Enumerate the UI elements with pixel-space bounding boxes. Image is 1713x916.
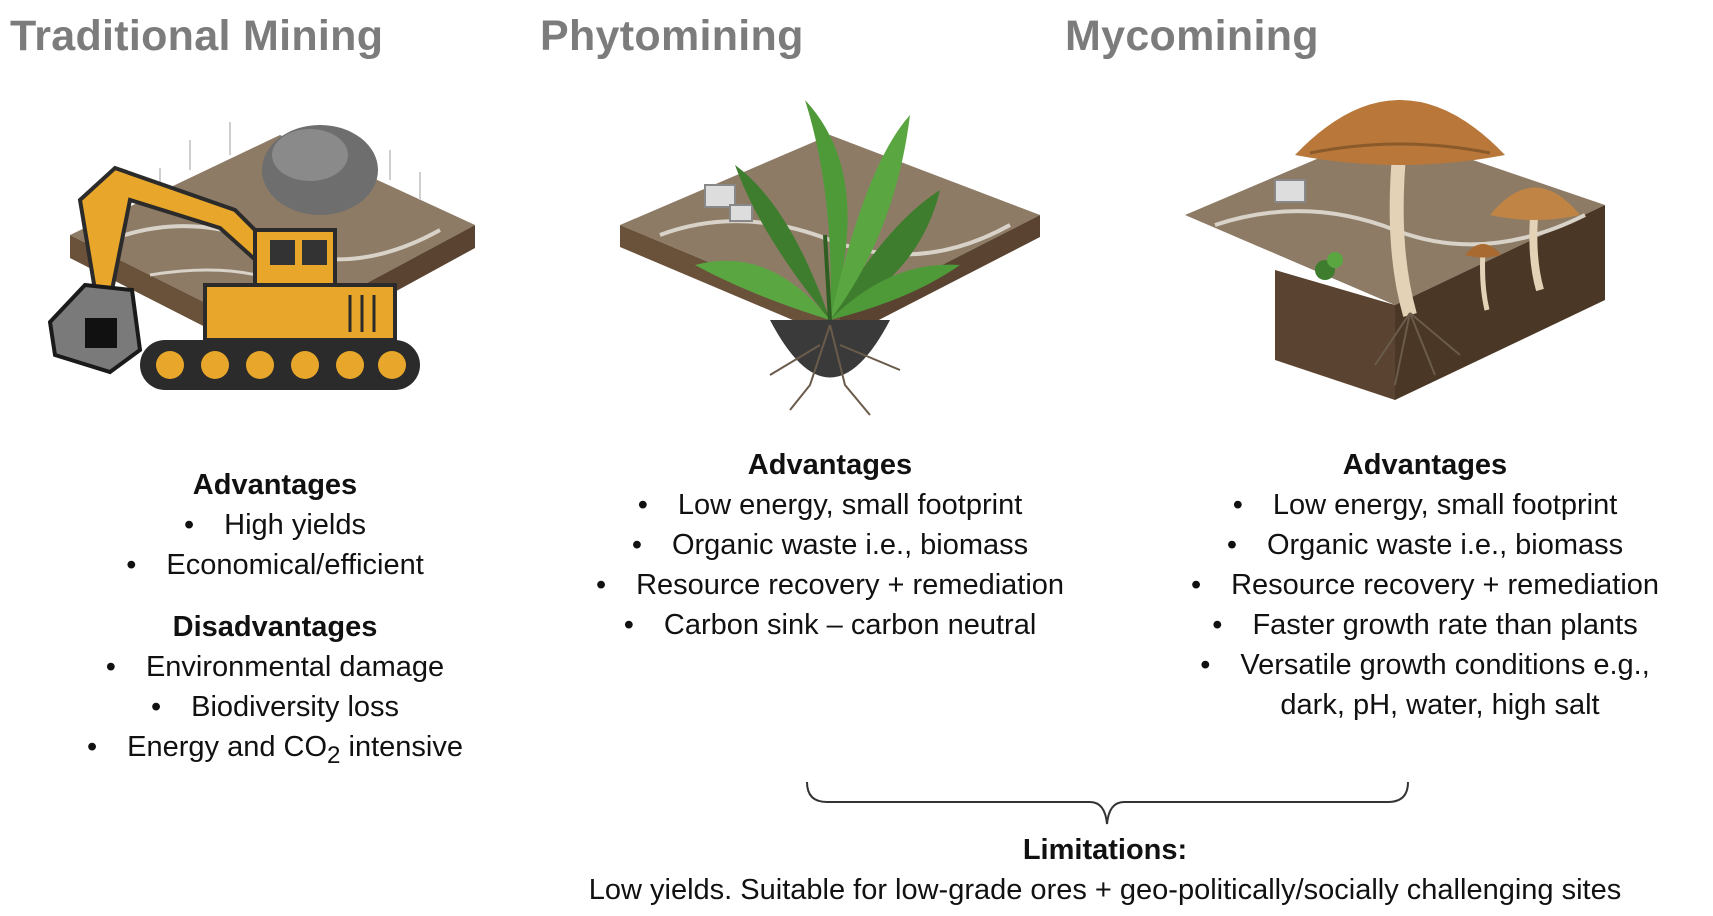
list-item: •Organic waste i.e., biomass bbox=[545, 525, 1115, 565]
leaf-icon bbox=[695, 100, 960, 321]
soil-root-ball-icon bbox=[769, 320, 901, 416]
bullet-icon: • bbox=[623, 609, 634, 641]
bullet-icon: • bbox=[1226, 529, 1237, 561]
list-item-continuation: dark, pH, water, high salt bbox=[1280, 689, 1600, 721]
bullet-icon: • bbox=[1212, 609, 1223, 641]
mycomining-advantages-list: •Low energy, small footprint •Organic wa… bbox=[1140, 485, 1710, 685]
title-phytomining: Phytomining bbox=[540, 12, 804, 60]
list-item: •Organic waste i.e., biomass bbox=[1140, 525, 1710, 565]
list-item: •Carbon sink – carbon neutral bbox=[545, 605, 1115, 645]
list-item: •Energy and CO2 intensive bbox=[40, 727, 510, 776]
bullet-icon: • bbox=[105, 651, 116, 683]
traditional-advantages-list: •High yields •Economical/efficient bbox=[40, 505, 510, 585]
list-item: •Faster growth rate than plants bbox=[1140, 605, 1710, 645]
bullet-icon: • bbox=[184, 509, 195, 541]
list-item: •Economical/efficient bbox=[40, 545, 510, 585]
bullet-icon: • bbox=[631, 529, 642, 561]
list-item: •Resource recovery + remediation bbox=[1140, 565, 1710, 605]
bullet-icon: • bbox=[87, 731, 98, 763]
list-item: •Resource recovery + remediation bbox=[545, 565, 1115, 605]
bullet-icon: • bbox=[150, 691, 162, 723]
title-mycomining: Mycomining bbox=[1065, 12, 1319, 60]
traditional-disadvantages-list: •Environmental damage •Biodiversity loss… bbox=[40, 647, 510, 776]
excavator-icon bbox=[47, 165, 420, 390]
list-item: •Low energy, small footprint bbox=[545, 485, 1115, 525]
limitations-heading: Limitations: bbox=[1022, 834, 1188, 866]
list-item: •Low energy, small footprint bbox=[1140, 485, 1710, 525]
list-item: •Biodiversity loss bbox=[40, 687, 510, 727]
traditional-advantages-heading: Advantages bbox=[192, 469, 358, 501]
mycomining-text-block: Advantages •Low energy, small footprint … bbox=[1140, 445, 1710, 725]
bullet-icon: • bbox=[595, 569, 607, 601]
list-item: •Versatile growth conditions e.g., bbox=[1140, 645, 1710, 685]
phytomining-text-block: Advantages •Low energy, small footprint … bbox=[545, 445, 1115, 645]
mycomining-advantages-heading: Advantages bbox=[1342, 449, 1508, 481]
limitations-text: Low yields. Suitable for low-grade ores … bbox=[588, 874, 1622, 906]
plant-illustration bbox=[620, 100, 1040, 416]
list-item: •High yields bbox=[40, 505, 510, 545]
bullet-icon: • bbox=[1232, 489, 1243, 521]
bullet-icon: • bbox=[1190, 569, 1202, 601]
title-traditional-mining: Traditional Mining bbox=[10, 12, 384, 60]
excavator-illustration bbox=[47, 122, 475, 390]
curly-brace-connector bbox=[806, 781, 1409, 825]
traditional-disadvantages-heading: Disadvantages bbox=[172, 611, 378, 643]
co2-subscript: 2 bbox=[327, 741, 341, 769]
bullet-icon: • bbox=[126, 549, 137, 581]
mushroom-icon bbox=[1295, 100, 1580, 386]
traditional-text-block: Advantages •High yields •Economical/effi… bbox=[40, 465, 510, 776]
bullet-icon: • bbox=[637, 489, 648, 521]
bullet-icon: • bbox=[1200, 649, 1211, 681]
list-item: •Environmental damage bbox=[40, 647, 510, 687]
phytomining-advantages-list: •Low energy, small footprint •Organic wa… bbox=[545, 485, 1115, 645]
phytomining-advantages-heading: Advantages bbox=[747, 449, 913, 481]
mushroom-illustration bbox=[1185, 100, 1605, 400]
limitations-block: Limitations: Low yields. Suitable for lo… bbox=[500, 830, 1710, 910]
